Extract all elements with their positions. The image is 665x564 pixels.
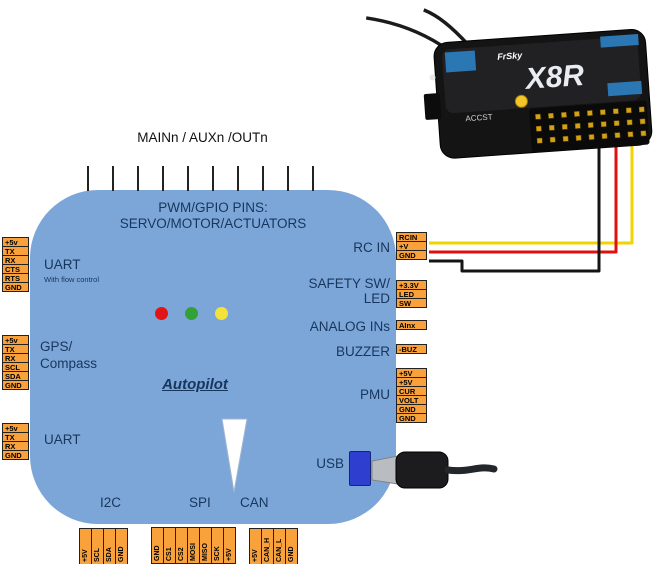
antenna-wire-left	[365, 16, 450, 52]
pin-label: +5V	[223, 527, 236, 564]
wire-power-red	[429, 143, 618, 254]
receiver-case	[433, 28, 653, 159]
safety-label-line1: SAFETY SW/	[308, 276, 390, 291]
receiver-tech-label: ACCST	[465, 112, 493, 123]
usb-port	[349, 451, 371, 486]
pin-label: GND	[2, 380, 29, 390]
pin-label: LED	[396, 289, 427, 299]
pin-label: RCIN	[396, 232, 427, 242]
receiver-sticker-3	[607, 80, 643, 97]
pin-label: GND	[2, 282, 29, 292]
can-label: CAN	[240, 495, 269, 510]
uart-flow-sublabel: With flow control	[44, 275, 100, 284]
wire-ground-black	[429, 148, 601, 273]
receiver-sticker-2	[600, 34, 639, 48]
rcin-label: RC IN	[353, 240, 390, 255]
pin-label: GND	[115, 528, 128, 564]
led-green	[185, 307, 198, 320]
receiver-round-label	[514, 94, 528, 108]
receiver-led	[429, 74, 436, 81]
pin-label: +5v	[2, 335, 29, 345]
led-red	[155, 307, 168, 320]
analog-connector: AInx	[396, 320, 427, 330]
buzzer-label: BUZZER	[336, 344, 390, 359]
compass-label: Compass	[40, 356, 98, 371]
buzzer-connector: -BUZ	[396, 344, 427, 354]
pwm-pin-ticks	[87, 166, 314, 191]
receiver-pins	[535, 106, 647, 144]
receiver-sticker-1	[444, 50, 477, 73]
pin-label: GND	[285, 528, 298, 564]
pwm-gpio-line1: PWM/GPIO PINS:	[158, 200, 268, 215]
pin-label: +5v	[2, 423, 29, 433]
autopilot-title: Autopilot	[162, 376, 228, 393]
spi-label: SPI	[189, 495, 211, 510]
receiver-x8r: FrSky X8R ACCST	[365, 8, 653, 159]
pwm-header-label: MAINn / AUXn /OUTn	[137, 130, 268, 145]
pwm-gpio-heading: PWM/GPIO PINS: SERVO/MOTOR/ACTUATORS	[63, 200, 363, 232]
usb-plug-body	[395, 451, 449, 489]
pmu-label: PMU	[360, 387, 390, 402]
pin-label: GND	[396, 413, 427, 423]
antenna-wire-right	[423, 8, 470, 47]
safety-label-line2: LED	[363, 291, 390, 306]
gps-label: GPS/	[40, 339, 73, 354]
receiver-pin-housing	[529, 100, 650, 153]
wire-signal-yellow	[429, 140, 634, 245]
autopilot-board	[30, 190, 396, 524]
analog-label: ANALOG INs	[309, 319, 390, 334]
receiver-fs-button	[423, 93, 442, 120]
pin-label: SW	[396, 298, 427, 308]
pin-label: -BUZ	[396, 344, 427, 354]
pin-label: GND	[396, 250, 427, 260]
pin-label: AInx	[396, 320, 427, 330]
uart2-label: UART	[44, 432, 81, 447]
i2c-label: I2C	[100, 495, 122, 510]
receiver-model-label: X8R	[523, 59, 586, 96]
pin-label: GND	[2, 450, 29, 460]
receiver-top-deck	[442, 36, 642, 114]
led-yellow	[215, 307, 228, 320]
usb-cable	[444, 464, 498, 475]
receiver-brand-label: FrSky	[497, 50, 524, 62]
pwm-gpio-line2: SERVO/MOTOR/ACTUATORS	[119, 216, 307, 231]
usb-label: USB	[316, 456, 344, 471]
pin-label: +5v	[2, 237, 29, 247]
uart-flow-label: UART	[44, 257, 81, 272]
